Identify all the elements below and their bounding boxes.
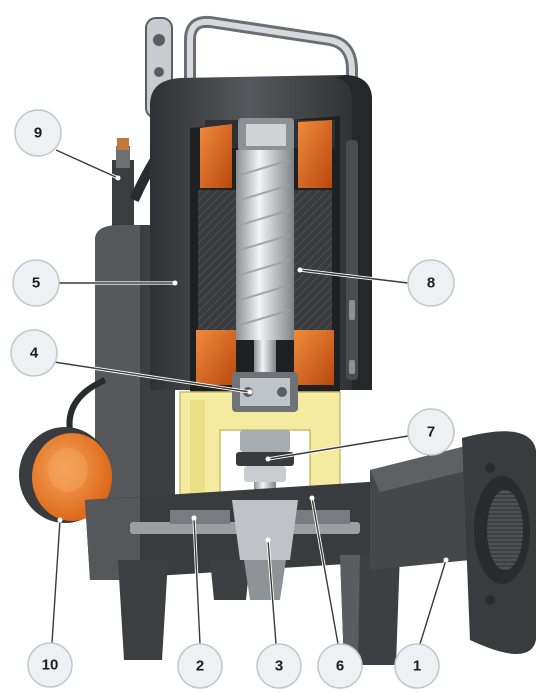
callout-1: 1 <box>394 557 449 689</box>
callout-leader-line <box>51 519 61 644</box>
callout-badge <box>394 643 440 689</box>
grinder-impeller <box>130 500 360 600</box>
callout-badge <box>407 259 455 307</box>
float-switch <box>19 377 112 523</box>
callout-number: 6 <box>336 658 344 675</box>
callout-badge <box>27 642 73 688</box>
callout-9: 9 <box>14 109 121 181</box>
callout-3: 3 <box>256 537 302 689</box>
callout-leader-dot <box>57 517 63 523</box>
callout-6: 6 <box>309 495 363 689</box>
oil-chamber <box>179 391 341 501</box>
callout-number: 9 <box>34 125 42 142</box>
callout-leader-line <box>311 497 339 645</box>
lower-windings <box>196 330 334 385</box>
callout-layer: 9 5 4 8 7 10 2 3 6 1 <box>10 109 455 689</box>
callout-number: 10 <box>42 657 59 674</box>
callout-leader-dot <box>297 267 303 273</box>
callout-number: 8 <box>427 275 435 292</box>
callout-8: 8 <box>297 259 455 307</box>
callout-number: 1 <box>413 658 421 675</box>
callout-leader-line <box>55 149 119 179</box>
callout-badge <box>407 408 455 456</box>
callout-leader-dot <box>265 537 271 543</box>
callout-number: 5 <box>32 275 40 292</box>
callout-badge <box>12 259 60 307</box>
callout-4: 4 <box>10 329 253 395</box>
callout-leader-line <box>419 559 447 645</box>
callout-badge <box>10 329 58 377</box>
callout-2: 2 <box>177 515 223 689</box>
lower-bearing <box>232 372 298 412</box>
callout-leader-line <box>299 269 409 284</box>
callout-leader-dot <box>309 495 315 501</box>
callout-5: 5 <box>12 259 178 307</box>
callout-leader-dot <box>115 175 121 181</box>
callout-leader-dot <box>191 515 197 521</box>
callout-badge <box>256 643 302 689</box>
callout-7: 7 <box>265 408 455 462</box>
callout-leader-line <box>53 361 251 393</box>
discharge-flange <box>370 431 536 654</box>
callout-leader-line <box>267 539 277 645</box>
callout-number: 4 <box>30 345 39 362</box>
callout-badge <box>14 109 62 157</box>
callout-leader-dot <box>265 456 271 462</box>
callout-leader-dot <box>172 280 178 286</box>
callout-leader-line <box>267 435 409 460</box>
callout-number: 3 <box>275 658 283 675</box>
callout-leader-line <box>193 517 201 645</box>
callout-badge <box>177 643 223 689</box>
callout-badge <box>317 643 363 689</box>
callout-leader-dot <box>443 557 449 563</box>
callout-leader-dot <box>247 389 253 395</box>
callout-number: 2 <box>196 658 204 675</box>
callout-10: 10 <box>27 517 73 688</box>
callout-number: 7 <box>427 424 435 441</box>
